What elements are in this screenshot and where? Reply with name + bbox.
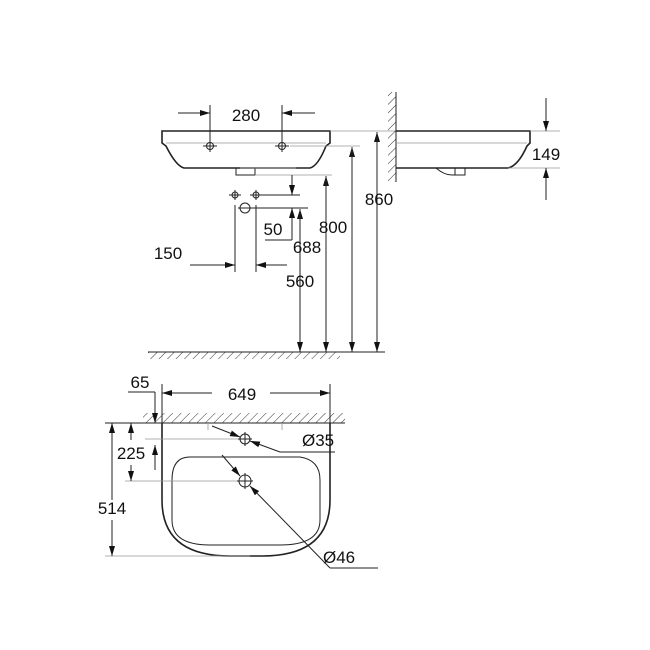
supply-connections xyxy=(190,175,308,272)
dimension-649 xyxy=(161,384,331,423)
dim-149-label: 149 xyxy=(532,145,560,164)
dim-860-label: 860 xyxy=(365,190,393,209)
top-view-basin xyxy=(105,413,378,569)
floor-hatch xyxy=(148,351,385,359)
dim-150-label: 150 xyxy=(154,244,182,263)
height-dimensions xyxy=(297,132,380,352)
dim-688-label: 688 xyxy=(293,238,321,257)
dimension-280: 280 xyxy=(178,105,315,152)
dim-514-label: 514 xyxy=(98,499,126,518)
front-view-basin xyxy=(161,130,396,176)
dim-560-label: 560 xyxy=(286,272,314,291)
dim-65-label: 65 xyxy=(131,373,150,392)
dim-800-label: 800 xyxy=(319,218,347,237)
side-view-basin: 149 xyxy=(388,92,560,200)
dim-diameter-35-label: Ø35 xyxy=(302,431,334,450)
dim-280-label: 280 xyxy=(232,106,260,125)
dim-50-label: 50 xyxy=(264,220,283,239)
dim-diameter-46-label: Ø46 xyxy=(323,548,355,567)
dim-649-label: 649 xyxy=(228,385,256,404)
dim-225-label: 225 xyxy=(117,444,145,463)
depth-dimensions xyxy=(105,391,162,556)
